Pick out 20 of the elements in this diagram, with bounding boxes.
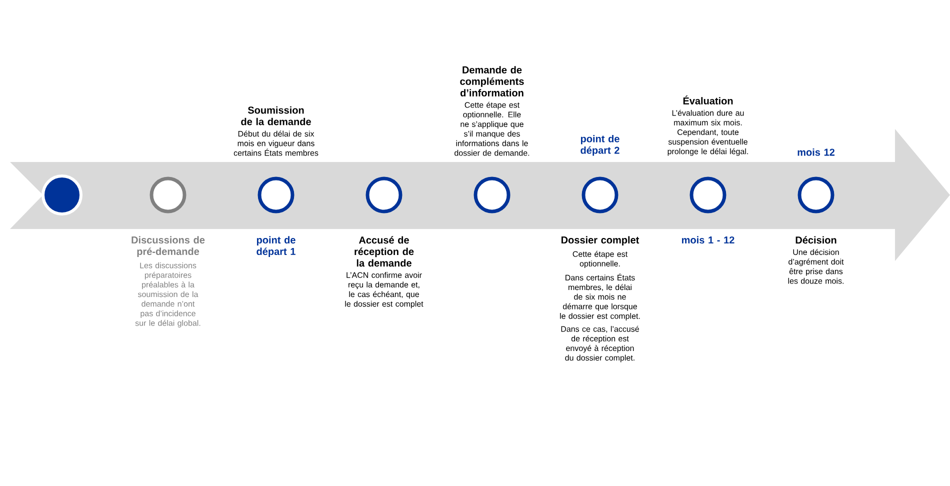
- step-heading: Accusé de réception de la demande: [354, 236, 414, 267]
- step-heading: Évaluation: [683, 95, 733, 104]
- step-description: L’évaluation dure au maximum six mois. Cependant, toute suspension éventuelle prolonge le délai légal.: [668, 110, 748, 156]
- step-description: Dans ce cas, l’accusé de réception est envoyé à réception du dossier complet.: [561, 326, 639, 362]
- step-heading: Décision: [796, 236, 836, 244]
- step-heading: Soumission de la demande: [241, 106, 311, 126]
- step-description: Les discussions préparatoires préalables à la soumission de la demande n’ont pas d’incidence sur le délai global.: [135, 262, 200, 328]
- step-description: Cette étape est optionnelle.: [572, 250, 628, 268]
- milestone-label: point de départ 2: [580, 134, 620, 156]
- milestone-label: mois 1 - 12: [682, 236, 734, 244]
- step-description: Dans certains États membres, le délai de six mois ne démarre que lorsque le dossier est complet.: [560, 273, 640, 320]
- milestone-label: mois 12: [798, 148, 834, 156]
- step-description: Début du délai de six mois en vigueur dans certains États membres: [234, 130, 318, 156]
- step-heading: Dossier complet: [562, 236, 640, 246]
- milestone-label: point de départ 1: [256, 236, 296, 257]
- step-heading: Demande de compléments d’information: [460, 66, 524, 96]
- step-description: Cette étape est optionnelle. Elle ne s’applique que s’il manque des informations dans le dossier de demande.: [454, 102, 530, 156]
- step-description: L’ACN confirme avoir reçu la demande et, le cas échéant, que le dossier est complet: [345, 272, 424, 308]
- step-description: Une décision d’agrément doit être prise dans les douze mois.: [788, 249, 844, 284]
- step-heading: Discussions de pré-demande: [132, 236, 205, 257]
